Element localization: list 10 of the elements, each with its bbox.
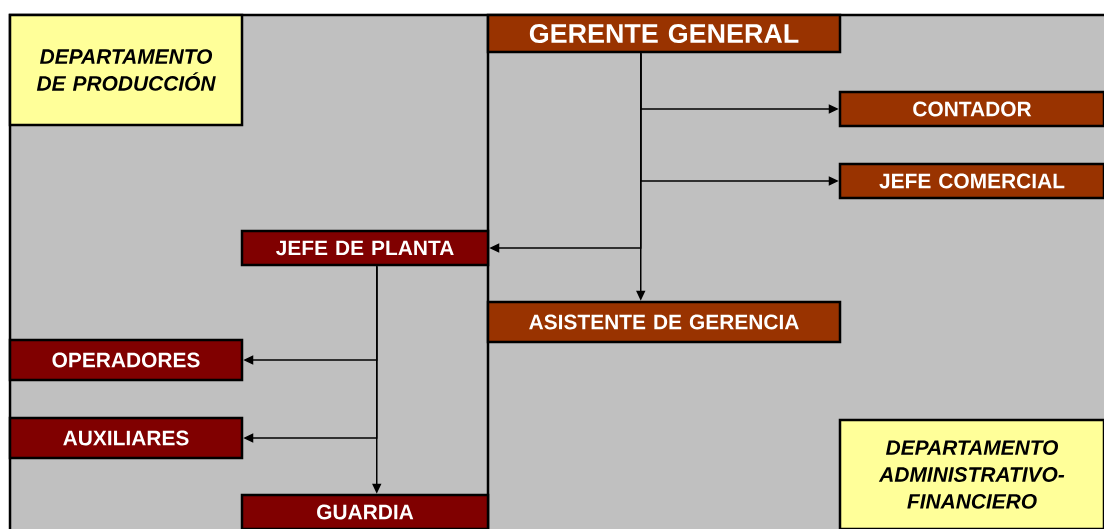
position-box: ASISTENTE DE GERENCIA (486, 300, 842, 344)
position-box: GERENTE GENERAL (486, 13, 842, 54)
position-box: CONTADOR (838, 90, 1104, 128)
position-box: JEFE DE PLANTA (240, 229, 490, 267)
department-box: DEPARTAMENTO ADMINISTRATIVO-FINANCIERO (838, 418, 1104, 529)
position-box: GUARDIA (240, 493, 490, 529)
position-box: OPERADORES (8, 338, 244, 382)
department-box: DEPARTAMENTO DE PRODUCCIÓN (8, 13, 244, 127)
position-box: AUXILIARES (8, 416, 244, 460)
position-box: JEFE COMERCIAL (838, 162, 1104, 200)
